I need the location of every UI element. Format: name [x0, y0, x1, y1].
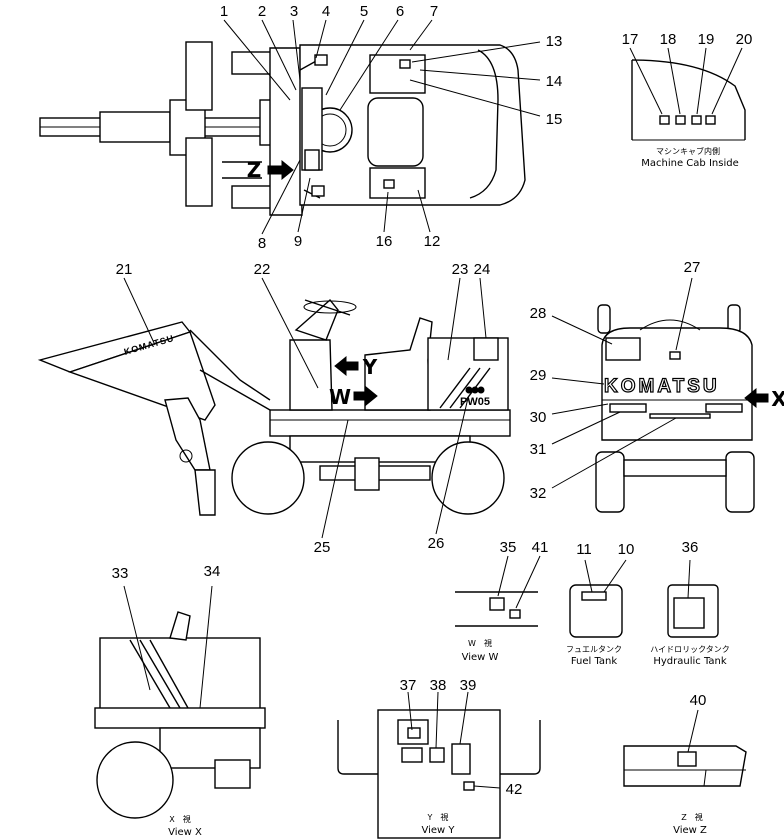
hydraulic-caption-en: Hydraulic Tank — [653, 656, 727, 667]
callout-1: 1 — [220, 3, 228, 20]
arrow-x-label: X — [771, 387, 784, 411]
arrow-y-label: Y — [362, 355, 378, 379]
callout-8: 8 — [258, 235, 266, 252]
hydraulic-caption-jp: ハイドロリックタンク — [650, 645, 730, 654]
hydraulic-tank-view: ハイドロリックタンク Hydraulic Tank — [650, 559, 730, 667]
callout-28: 28 — [530, 305, 547, 322]
callout-18: 18 — [660, 31, 677, 48]
callout-13: 13 — [546, 33, 563, 50]
callout-6: 6 — [396, 3, 404, 20]
fuel-caption-jp: フュエルタンク — [566, 645, 622, 654]
callout-7: 7 — [430, 3, 438, 20]
fuel-caption-en: Fuel Tank — [571, 656, 618, 667]
view-z-caption-jp: Z 視 — [681, 813, 702, 822]
side-view-leaders — [123, 277, 487, 539]
view-w: W 視 View W — [455, 555, 541, 663]
view-x-caption-en: View X — [168, 827, 202, 838]
callout-24: 24 — [474, 261, 491, 278]
callout-2: 2 — [258, 3, 266, 20]
komatsu-decal: KOMATSU — [604, 376, 720, 397]
fuel-tank-view: フュエルタンク Fuel Tank — [566, 559, 627, 667]
callout-16: 16 — [376, 233, 393, 250]
rear-view: KOMATSU X — [595, 304, 784, 513]
callout-3: 3 — [290, 3, 298, 20]
cab-caption-jp: マシンキャブ内側 — [656, 146, 720, 156]
callout-37: 37 — [400, 677, 417, 694]
callout-25: 25 — [314, 539, 331, 556]
view-y-caption-en: View Y — [421, 825, 455, 836]
callout-29: 29 — [530, 367, 547, 384]
view-z: Z 視 View Z — [623, 709, 747, 836]
callout-5: 5 — [360, 3, 368, 20]
callout-42: 42 — [506, 781, 523, 798]
view-y-caption-jp: Y 視 — [427, 813, 449, 822]
view-w-caption-en: View W — [462, 652, 499, 663]
callout-34: 34 — [204, 563, 221, 580]
callout-10: 10 — [618, 541, 635, 558]
callout-30: 30 — [530, 409, 547, 426]
cab-caption-en: Machine Cab Inside — [641, 158, 738, 169]
callout-35: 35 — [500, 539, 517, 556]
callout-19: 19 — [698, 31, 715, 48]
callout-12: 12 — [424, 233, 441, 250]
callout-4: 4 — [322, 3, 330, 20]
arrow-z-label: Z — [247, 158, 262, 182]
callout-14: 14 — [546, 73, 563, 90]
callout-15: 15 — [546, 111, 563, 128]
callout-22: 22 — [254, 261, 271, 278]
callout-39: 39 — [460, 677, 477, 694]
rear-view-leaders — [551, 277, 693, 489]
callout-11: 11 — [576, 541, 592, 558]
callout-20: 20 — [736, 31, 753, 48]
callout-33: 33 — [112, 565, 129, 582]
callout-36: 36 — [682, 539, 699, 556]
callout-23: 23 — [452, 261, 469, 278]
model-badge: PW05 — [460, 396, 490, 408]
view-w-caption-jp: W 視 — [468, 639, 492, 648]
callout-9: 9 — [294, 233, 302, 250]
callout-21: 21 — [116, 261, 133, 278]
view-z-caption-en: View Z — [673, 825, 707, 836]
view-y: Y 視 View Y — [337, 691, 541, 839]
callout-41: 41 — [532, 539, 549, 556]
top-view: Z — [39, 41, 526, 216]
side-view: PW05 KOMATSU Y W — [37, 298, 511, 516]
view-x: X 視 View X — [94, 585, 266, 838]
callout-numbers: 1 2 3 4 5 6 7 8 9 10 11 12 13 14 15 16 1… — [112, 3, 753, 798]
view-x-caption-jp: X 視 — [169, 815, 190, 824]
callout-40: 40 — [690, 692, 707, 709]
callout-17: 17 — [622, 31, 639, 48]
callout-31: 31 — [530, 441, 547, 458]
cab-inside-view: マシンキャブ内側 Machine Cab Inside — [629, 47, 746, 169]
callout-27: 27 — [684, 259, 701, 276]
callout-26: 26 — [428, 535, 445, 552]
callout-32: 32 — [530, 485, 547, 502]
top-view-leaders — [223, 19, 541, 235]
arrow-w-label: W — [329, 385, 351, 409]
callout-38: 38 — [430, 677, 447, 694]
